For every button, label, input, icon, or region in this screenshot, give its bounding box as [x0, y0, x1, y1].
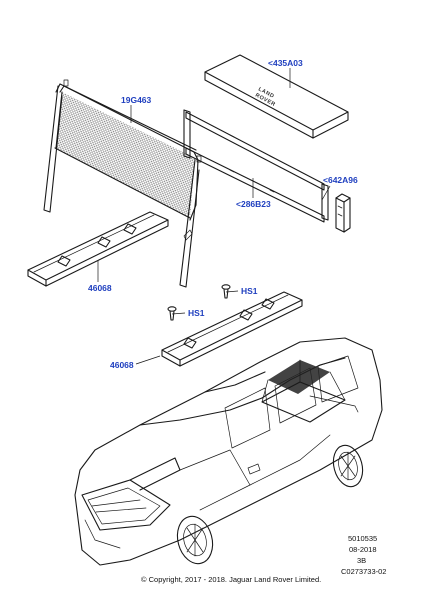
callout-19g463[interactable]: 19G463 [121, 95, 152, 105]
vehicle-outline [74, 337, 383, 566]
callout-hs1-lower[interactable]: HS1 [188, 308, 205, 318]
callout-hs1-upper[interactable]: HS1 [241, 286, 258, 296]
leader-lines [97, 68, 331, 365]
callout-435a03[interactable]: <435A03 [268, 58, 303, 68]
reference-date: 08-2018 [349, 545, 377, 554]
bracket [335, 193, 351, 233]
screw-upper [221, 284, 231, 299]
callout-46068-upper[interactable]: 46068 [88, 283, 112, 293]
partition-bars [183, 109, 329, 223]
reference-number: 5010535 [348, 534, 377, 543]
screw-lower [167, 306, 177, 321]
callout-286b23[interactable]: <286B23 [236, 199, 271, 209]
luggage-net-partition [43, 79, 202, 288]
lower-rail [161, 291, 303, 367]
copyright-notice: © Copyright, 2017 - 2018. Jaguar Land Ro… [141, 575, 321, 584]
upper-rail [27, 211, 169, 287]
callout-642a96[interactable]: <642A96 [323, 175, 358, 185]
reference-drawing: C0273733-02 [341, 567, 386, 576]
storage-box: LAND ROVER [204, 54, 349, 139]
reference-revision: 3B [357, 556, 366, 565]
callout-46068-lower[interactable]: 46068 [110, 360, 134, 370]
